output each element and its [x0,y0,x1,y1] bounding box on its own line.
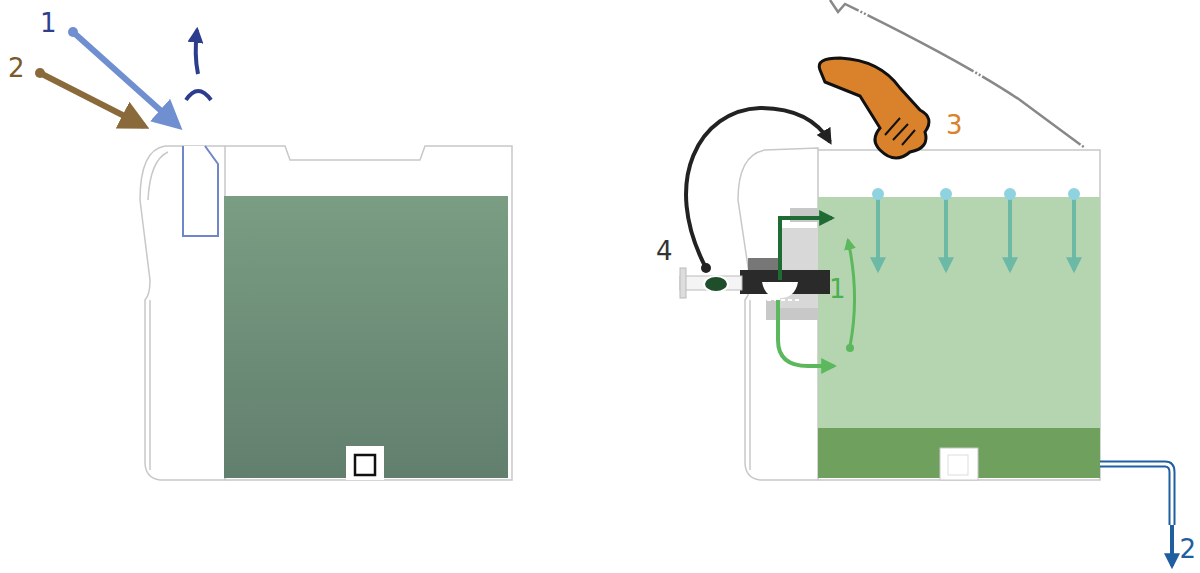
tank-latch [948,455,968,475]
hand [819,58,929,158]
tank-liquid-light [818,197,1100,428]
swap-dot [701,263,711,273]
fill-funnel [183,146,218,236]
tank-latch [355,455,375,475]
tank-notch [940,448,978,480]
callout-number: 2 [1179,536,1196,562]
left-device [140,146,512,480]
callout-number: 1 [40,10,57,36]
fill-arrow [73,32,178,126]
cap-arrow [196,30,198,74]
callout-number: 4 [656,238,673,264]
tank-notch [346,446,384,480]
drain-pipe [1100,464,1172,566]
callout-number: 3 [946,112,963,138]
circulation-dot [846,344,854,352]
swap-arrow [686,108,830,268]
return-flow [780,218,832,280]
callout-number: 2 [8,55,25,81]
intake-flow [778,300,834,366]
settling-arrows [872,188,1080,270]
add-arrow [40,73,144,126]
tank-liquid [224,196,508,478]
right-device [738,148,1100,480]
fill-dot [68,27,78,37]
callout-number: 1 [829,276,846,302]
cap [186,91,211,100]
circulation-arrow [848,240,855,346]
add-dot [35,68,45,78]
